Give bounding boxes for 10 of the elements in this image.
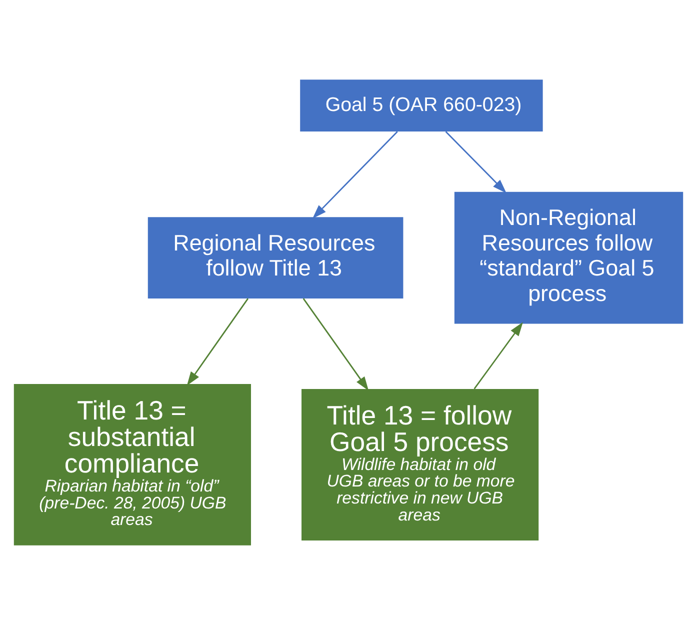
arrow (474, 322, 523, 390)
arrow (445, 131, 506, 194)
node-box: Regional Resources follow Title 13 (148, 217, 404, 298)
node-box: Non-Regional Resources follow “standard” Goal 5 process (454, 192, 684, 324)
node-box: Title 13 = follow Goal 5 process Wildlife habitat in old UGB areas or to be more restrictive in new UGB areas (302, 388, 539, 540)
arrow (186, 298, 249, 386)
arrow (312, 131, 398, 219)
arrow (302, 298, 369, 391)
node-box: Goal 5 (OAR 660-023) (300, 80, 543, 132)
node-box: Title 13 = substantial compliance Riparian habitat in “old” (pre-Dec. 28, 2005) UGB areas (14, 384, 251, 546)
